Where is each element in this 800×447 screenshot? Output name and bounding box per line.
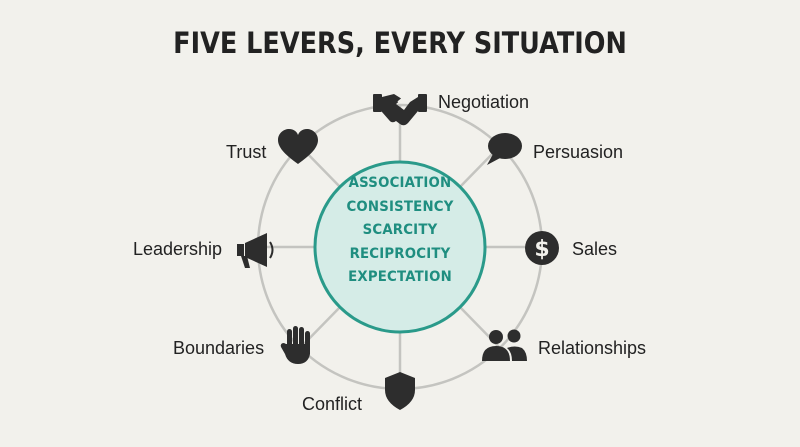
- situation-label-leadership: Leadership: [133, 239, 223, 259]
- svg-text:$: $: [534, 237, 549, 262]
- megaphone-icon: [237, 233, 274, 268]
- people-icon: [482, 329, 527, 361]
- situation-label-negotiation: Negotiation: [438, 92, 530, 112]
- lever-item: ASSOCIATION: [348, 175, 452, 191]
- situation-label-relationships: Relationships: [538, 338, 647, 358]
- situation-label-trust: Trust: [226, 142, 267, 162]
- situation-label-conflict: Conflict: [302, 394, 363, 414]
- situation-label-persuasion: Persuasion: [533, 142, 624, 162]
- heart-icon: [278, 129, 318, 164]
- page-title: FIVE LEVERS, EVERY SITUATION: [173, 26, 627, 60]
- dollar-icon: $: [525, 231, 559, 265]
- hand-icon: [280, 326, 310, 364]
- shield-icon: [385, 372, 415, 410]
- situation-label-boundaries: Boundaries: [173, 338, 265, 358]
- lever-item: SCARCITY: [362, 222, 438, 238]
- handshake-icon: [373, 94, 427, 126]
- lever-list: ASSOCIATION CONSISTENCY SCARCITY RECIPRO…: [318, 172, 482, 290]
- speech-bubble-icon: [487, 133, 522, 165]
- lever-item: CONSISTENCY: [346, 198, 454, 215]
- hub-circle: [313, 160, 487, 334]
- lever-item: EXPECTATION: [348, 269, 452, 285]
- lever-item: RECIPROCITY: [349, 245, 451, 262]
- situation-label-sales: Sales: [572, 239, 618, 259]
